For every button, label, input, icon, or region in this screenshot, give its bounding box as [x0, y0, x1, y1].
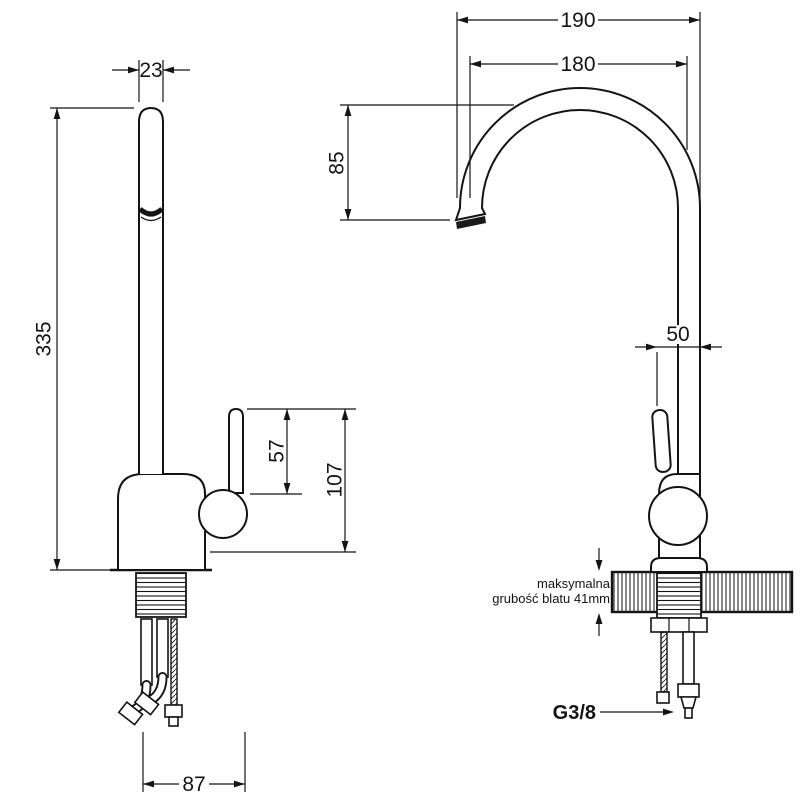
- front-handle-lever: [228, 407, 244, 494]
- front-view: 23 335 57 107: [33, 59, 356, 796]
- thread-size-label: G3/8: [553, 702, 674, 724]
- dim-side-overall-depth-label: 190: [560, 9, 595, 32]
- side-handle-lever: [651, 408, 672, 473]
- front-stud-tip: [168, 716, 179, 727]
- dim-front-base-width: 87: [142, 732, 246, 796]
- counter-thickness-note-line1: maksymalna: [537, 576, 611, 591]
- dim-side-spout-reach-label: 180: [560, 53, 595, 76]
- countertop-hatch: [612, 572, 792, 612]
- dim-front-spout-width-label: 23: [139, 59, 162, 82]
- side-under-counter-fittings: [650, 571, 708, 719]
- dim-side-overall-depth: 190: [456, 9, 701, 206]
- front-handle-joint: [198, 489, 248, 539]
- front-faucet-outline: [110, 106, 248, 572]
- dim-side-column-width-label: 50: [666, 323, 689, 346]
- dim-front-base-width-label: 87: [182, 773, 205, 796]
- side-hose-nut: [677, 683, 700, 698]
- side-handle-joint: [648, 486, 708, 546]
- front-under-counter-fittings: [117, 572, 187, 727]
- front-hose-1: [140, 618, 153, 686]
- dim-side-spout-height: 85: [326, 104, 514, 221]
- dim-side-column-width: 50: [635, 323, 722, 406]
- front-hose-2: [156, 618, 169, 678]
- side-hose: [682, 631, 695, 685]
- dim-front-total-height: 335: [33, 107, 134, 571]
- side-hose-cone: [679, 696, 698, 709]
- side-mounting-nut: [650, 617, 708, 633]
- countertop: [610, 570, 794, 614]
- front-stud-nut: [164, 704, 183, 718]
- front-hose-2-nut: [133, 690, 160, 716]
- dim-front-spout-width: 23: [112, 59, 190, 102]
- front-aerator-band: [138, 207, 164, 217]
- dim-front-body-height: 107: [210, 409, 356, 553]
- side-gooseneck-spout: [454, 87, 701, 475]
- front-spout-column: [138, 106, 164, 474]
- front-hose-1-nut: [117, 700, 144, 726]
- thread-size-text: G3/8: [553, 702, 596, 724]
- front-mounting-stud: [170, 618, 178, 706]
- dim-front-body-height-label: 107: [324, 462, 347, 497]
- dim-side-spout-height-label: 85: [326, 151, 349, 174]
- front-threaded-shank: [135, 572, 187, 618]
- side-faucet-outline: [454, 87, 708, 573]
- counter-thickness-note: maksymalna grubość blatu 41mm: [492, 548, 611, 636]
- dim-front-handle-height-label: 57: [266, 439, 289, 462]
- side-stud-tip: [656, 691, 670, 704]
- side-hose-tube: [684, 707, 693, 719]
- side-base-flange: [650, 557, 708, 573]
- dim-front-handle-height: 57: [247, 408, 356, 495]
- side-mounting-stud: [660, 631, 668, 693]
- side-threaded-shank: [656, 571, 702, 619]
- dim-front-total-height-label: 335: [33, 321, 56, 356]
- side-aerator-band: [456, 216, 486, 229]
- side-view: 190 180 85: [326, 9, 794, 724]
- counter-thickness-note-line2: grubość blatu 41mm: [492, 591, 610, 606]
- dim-side-spout-reach: 180: [469, 53, 688, 198]
- front-body: [117, 473, 206, 571]
